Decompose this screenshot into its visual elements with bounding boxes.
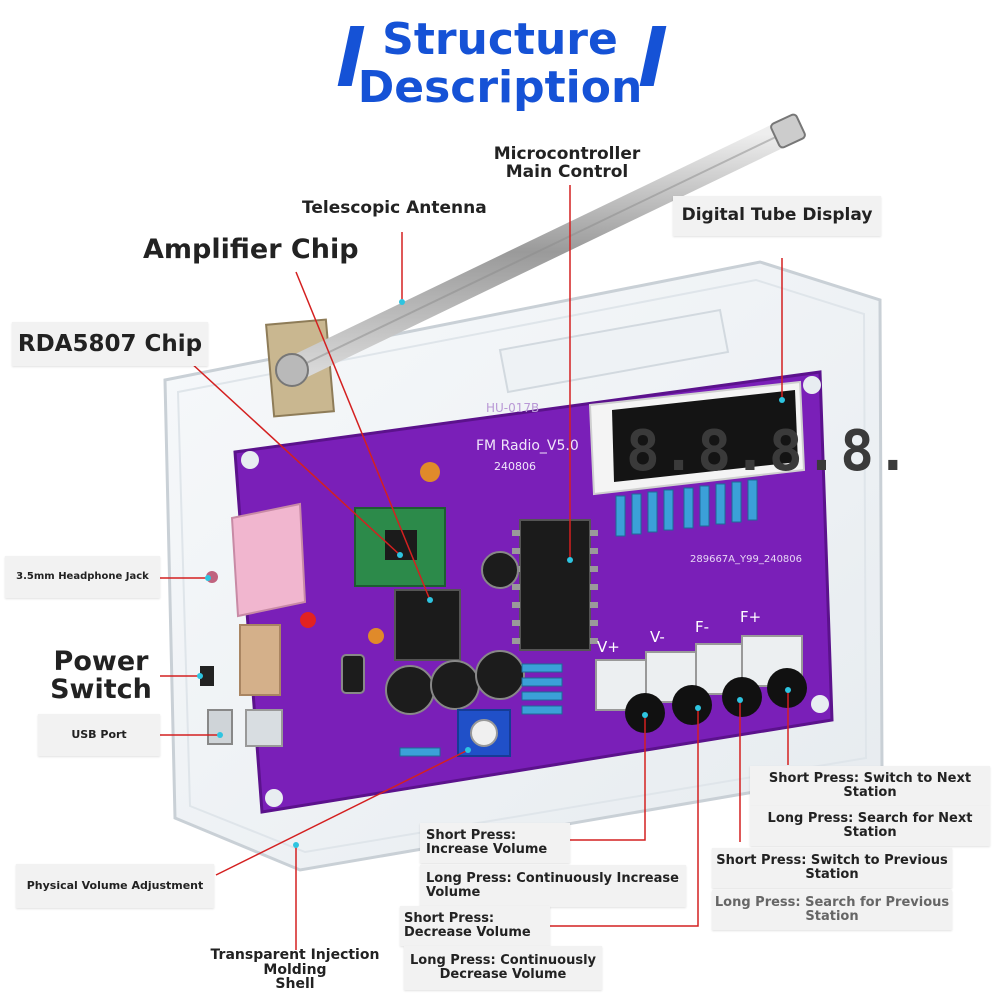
telescopic-antenna (265, 113, 806, 418)
corner-post (803, 376, 821, 394)
corner-post (265, 789, 283, 807)
title-line-2: Description (357, 62, 643, 113)
button-label-f-plus: F+ (740, 608, 761, 626)
tact-buttons (595, 635, 807, 733)
title-line-1: Structure (382, 14, 618, 65)
label-prev-long: Long Press: Search for Previous Station (712, 890, 952, 930)
label-amplifier-chip: Amplifier Chip (143, 234, 359, 265)
digital-tube-display: 8.8.8.8. (588, 380, 912, 496)
label-vol-down-short: Short Press: Decrease Volume (400, 906, 550, 946)
label-microcontroller: Microcontroller Main Control (493, 144, 641, 182)
label-vol-down-long: Long Press: Continuously Decrease Volume (404, 946, 602, 990)
corner-post (241, 451, 259, 469)
silk-date: 240806 (494, 460, 536, 473)
ceramic-capacitor (368, 628, 384, 644)
display-digits: 8.8.8.8. (626, 419, 912, 484)
label-rda5807-chip: RDA5807 Chip (12, 322, 208, 366)
silk-code: 289667A_Y99_240806 (690, 554, 802, 565)
button-label-f-minus: F- (695, 618, 709, 636)
label-volume-adjustment: Physical Volume Adjustment (16, 864, 214, 908)
leader-dots (197, 299, 791, 848)
corner-post (811, 695, 829, 713)
label-headphone-jack: 3.5mm Headphone Jack (5, 556, 160, 598)
label-next-long: Long Press: Search for Next Station (750, 806, 990, 846)
amplifier-chip (394, 589, 461, 661)
leader-lines (160, 185, 789, 950)
silk-model-2: FM Radio_V5.0 (476, 438, 579, 454)
label-usb-port: USB Port (38, 714, 160, 756)
center-resistors (399, 663, 563, 757)
resistor-row (615, 479, 758, 537)
label-vol-up-short: Short Press: Increase Volume (420, 823, 570, 863)
label-digital-tube: Digital Tube Display (673, 196, 881, 236)
volume-potentiometer (457, 709, 511, 757)
power-switch-knob (200, 666, 214, 686)
ceramic-capacitor (420, 462, 440, 482)
usb-connector (245, 709, 283, 747)
power-switch-body (239, 624, 281, 696)
rda5807-module (354, 507, 446, 587)
label-power-switch: Power Switch (50, 646, 152, 706)
button-label-v-minus: V- (650, 628, 665, 646)
silk-model-1: HU-017B (486, 401, 539, 415)
capacitors (341, 551, 525, 715)
label-telescopic-antenna: Telescopic Antenna (302, 198, 487, 218)
label-prev-short: Short Press: Switch to Previous Station (712, 848, 952, 888)
red-led (300, 612, 316, 628)
usb-port-body (207, 709, 233, 745)
label-vol-up-long: Long Press: Continuously Increase Volume (420, 865, 686, 907)
label-shell: Transparent Injection Molding Shell (210, 947, 380, 993)
label-next-short: Short Press: Switch to Next Station (750, 766, 990, 806)
microcontroller-chip (512, 519, 598, 651)
button-label-v-plus: V+ (597, 638, 620, 656)
